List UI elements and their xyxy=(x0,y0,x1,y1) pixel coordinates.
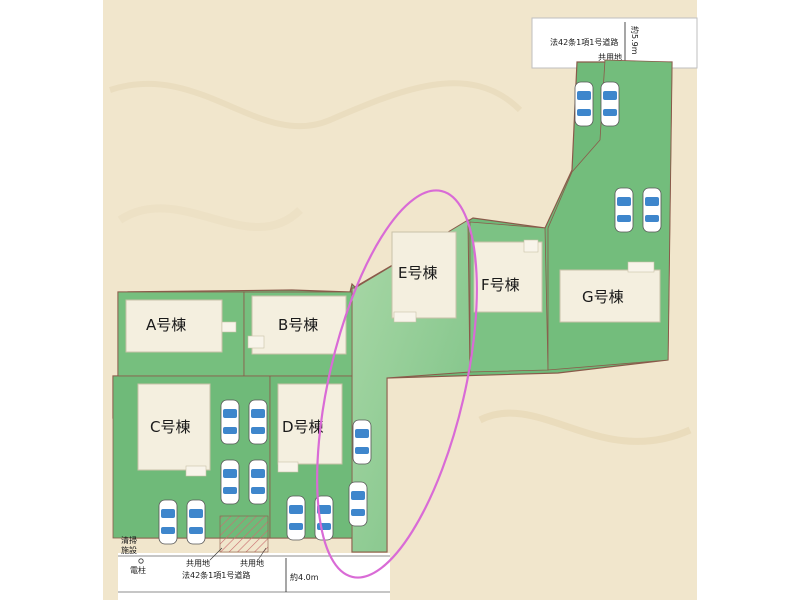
top-road-label: 法42条1項1号道路 xyxy=(550,37,618,47)
building-e xyxy=(391,231,457,319)
utility-pole-label: 電柱 xyxy=(130,565,146,575)
car-icon xyxy=(600,81,620,127)
top-shared-land-label: 共用地 xyxy=(598,52,622,62)
cleaning-facility-label: 施設 xyxy=(121,545,137,555)
building-a xyxy=(125,299,223,353)
car-icon xyxy=(248,459,268,505)
cleaning-facility-label: 清掃 xyxy=(121,535,137,545)
building-e-step xyxy=(393,311,417,323)
top-road-width: 約5.9m xyxy=(630,26,640,55)
bottom-road-label: 法42条1項1号道路 xyxy=(182,570,250,580)
utility-pole-icon xyxy=(138,558,144,564)
map-texture-vein xyxy=(109,80,523,129)
building-a-label: A号棟 xyxy=(146,316,186,334)
car-icon xyxy=(220,459,240,505)
building-c-label: C号棟 xyxy=(150,418,190,436)
building-b-label: B号棟 xyxy=(278,316,318,334)
building-b xyxy=(251,295,347,355)
building-g xyxy=(559,269,661,323)
car-icon xyxy=(574,81,594,127)
building-a-step xyxy=(221,321,237,333)
building-f xyxy=(473,241,543,313)
car-icon xyxy=(614,187,634,233)
shared-land-pointer xyxy=(257,547,267,561)
building-e-label: E号棟 xyxy=(398,264,437,282)
map-texture-vein xyxy=(478,409,692,445)
shared-land-hatched xyxy=(219,515,269,553)
shared-land-label: 共用地 xyxy=(186,558,210,568)
building-g-step xyxy=(627,261,655,273)
building-f-step xyxy=(523,239,539,253)
building-c xyxy=(137,383,211,471)
building-b-step xyxy=(247,335,265,349)
highlight-ellipse xyxy=(316,189,478,579)
map-texture-vein xyxy=(117,204,303,232)
car-icon xyxy=(248,399,268,445)
car-icon xyxy=(642,187,662,233)
shared-land-pointer xyxy=(209,547,223,561)
building-d-label: D号棟 xyxy=(282,418,324,436)
shared-land-label: 共用地 xyxy=(240,558,264,568)
car-icon xyxy=(286,495,306,541)
building-g-label: G号棟 xyxy=(582,288,624,306)
car-icon xyxy=(348,481,368,527)
car-icon xyxy=(186,499,206,545)
car-icon xyxy=(220,399,240,445)
building-f-label: F号棟 xyxy=(481,276,520,294)
bottom-road-width: 約4.0m xyxy=(290,572,319,582)
building-d xyxy=(277,383,343,465)
building-d-step xyxy=(277,461,299,473)
building-c-step xyxy=(185,465,207,477)
car-icon xyxy=(158,499,178,545)
car-icon xyxy=(352,419,372,465)
